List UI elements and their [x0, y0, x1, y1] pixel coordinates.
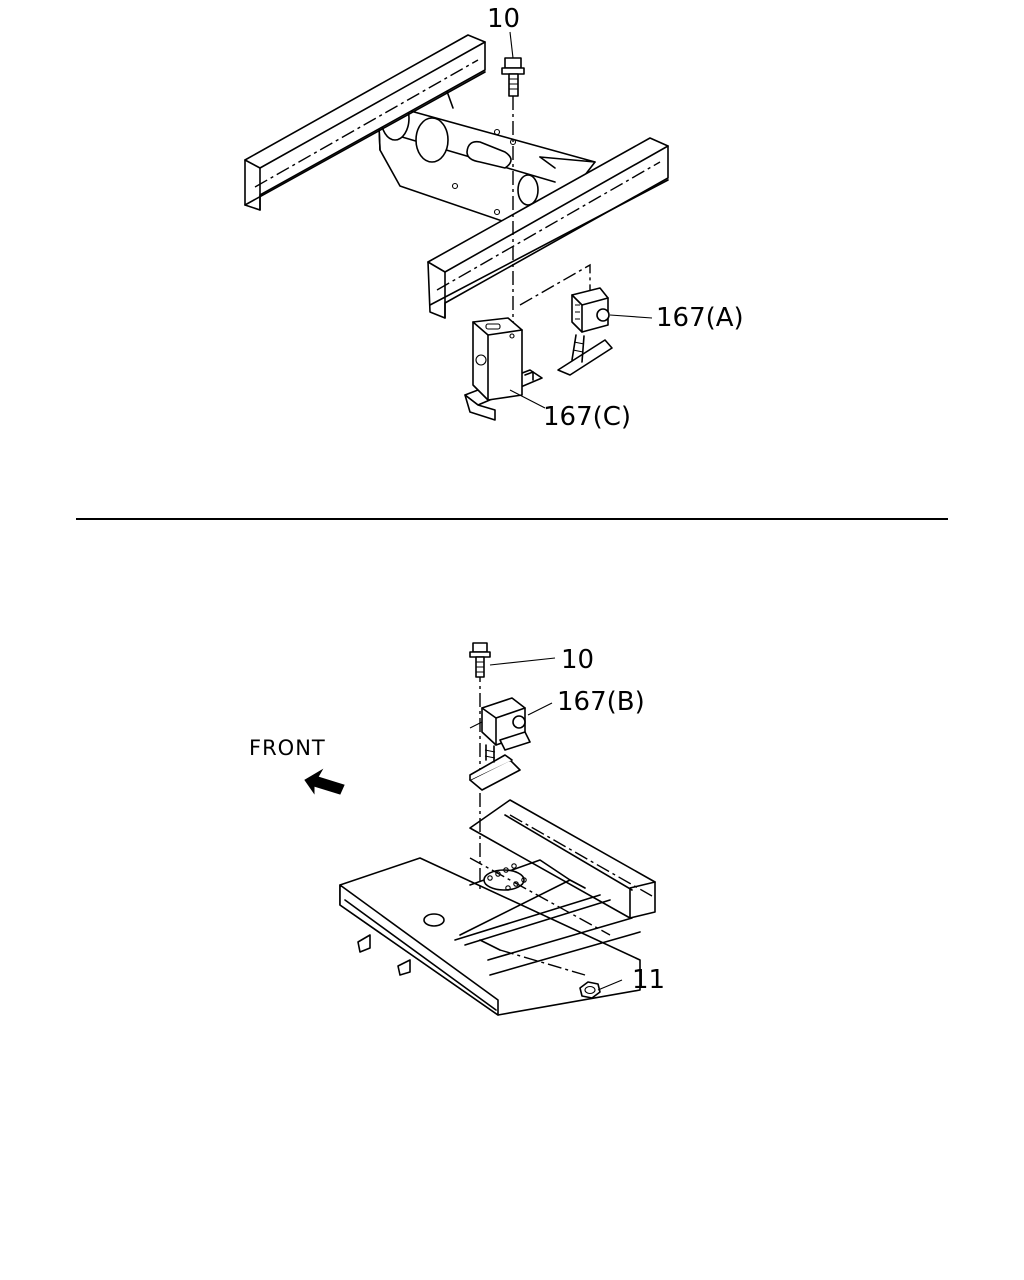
leader-line	[527, 702, 553, 716]
sensor-block-a	[557, 287, 613, 376]
sensor-block-b	[469, 697, 531, 791]
front-arrow-icon	[304, 768, 345, 795]
bolt-icon	[469, 642, 491, 678]
top-view: 10 167(A) 167(C)	[244, 4, 744, 432]
leader-line	[509, 389, 546, 409]
nut-icon	[579, 981, 601, 999]
callout-nut: 11	[632, 965, 665, 995]
leader-line	[597, 979, 623, 991]
sensor-block-c	[464, 317, 543, 421]
callout-bolt-top: 10	[487, 4, 520, 34]
bottom-view: FRONT 10 167(B) 11	[249, 642, 665, 1016]
frame-assembly	[339, 799, 656, 1016]
right-side-rail	[427, 137, 669, 319]
center-line	[519, 263, 591, 306]
bolt-icon	[501, 57, 525, 97]
leader-line	[509, 31, 514, 59]
callout-part-b: 167(B)	[557, 687, 645, 717]
callout-part-a: 167(A)	[656, 303, 744, 333]
leader-line	[609, 314, 653, 319]
front-direction-label: FRONT	[249, 736, 326, 760]
callout-bolt-bottom: 10	[561, 645, 594, 675]
left-side-rail	[244, 34, 486, 211]
leader-line	[489, 657, 556, 666]
callout-part-c: 167(C)	[543, 402, 631, 432]
